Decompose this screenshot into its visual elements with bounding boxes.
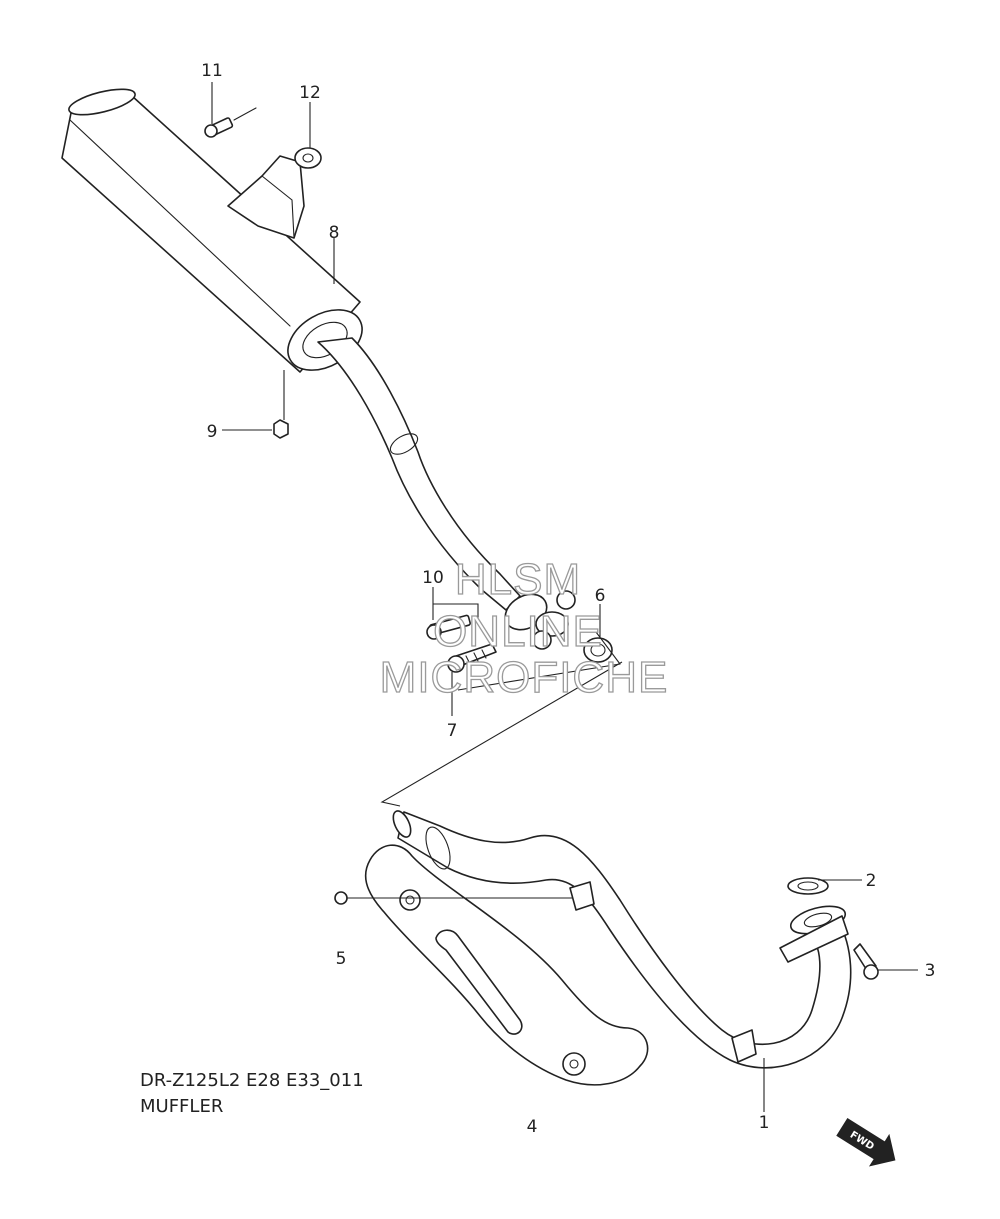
callout-6: 6 — [595, 586, 606, 606]
bolt-part-3 — [853, 943, 879, 980]
heat-protector — [364, 844, 649, 1086]
muffler-mount-bracket — [227, 155, 305, 239]
callout-4: 4 — [527, 1117, 538, 1137]
callout-1: 1 — [759, 1113, 770, 1133]
joint-clamp — [504, 590, 621, 665]
screw-part-5 — [334, 891, 357, 905]
diagram-code: DR-Z125L2 E28 E33_011 — [140, 1070, 364, 1091]
watermark-line-2: ONLINE — [433, 607, 603, 656]
callout-11: 11 — [201, 61, 223, 81]
callout-3: 3 — [925, 961, 936, 981]
muffler-body — [61, 88, 363, 373]
diagram-title: MUFFLER — [140, 1096, 223, 1117]
bolt-part-10 — [426, 614, 471, 640]
fwd-arrow-icon: FWD — [836, 1117, 896, 1167]
cushion-part-12 — [294, 147, 322, 169]
watermark-line-3: MICROFICHE — [380, 653, 669, 702]
callout-numbers: 11 12 8 9 10 6 7 2 3 5 4 1 — [201, 61, 935, 1137]
bolt-part-11 — [204, 107, 257, 138]
alignment-lines — [380, 661, 623, 807]
bolt-part-7 — [447, 643, 497, 673]
muffler-pipe — [317, 337, 521, 611]
callout-5: 5 — [336, 949, 347, 969]
gasket-part-2 — [787, 877, 829, 895]
pipe-clamp-band — [569, 881, 757, 1063]
callout-10: 10 — [422, 568, 444, 588]
watermark-line-1: HLSM — [455, 555, 581, 604]
watermark: HLSM ONLINE MICROFICHE — [379, 554, 669, 702]
leader-lines — [211, 82, 918, 1112]
exhaust-flange — [779, 905, 849, 963]
callout-7: 7 — [447, 721, 458, 741]
callout-12: 12 — [299, 83, 321, 103]
callout-2: 2 — [866, 871, 877, 891]
callout-9: 9 — [207, 422, 218, 442]
callout-8: 8 — [329, 223, 340, 243]
diagram-caption: DR-Z125L2 E28 E33_011 MUFFLER — [140, 1070, 364, 1117]
nut-part-9 — [273, 419, 289, 439]
